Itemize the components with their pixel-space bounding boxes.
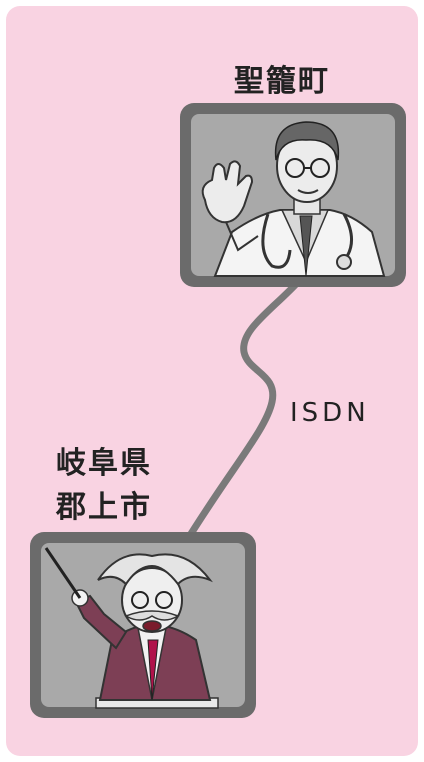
local-location-line2: 郡上市: [56, 490, 152, 525]
remote-location-label: 聖籠町: [234, 64, 330, 99]
local-location-line1: 岐阜県: [56, 446, 152, 481]
doctor-waving-icon: [201, 121, 386, 277]
remote-video-screen: [180, 103, 406, 287]
teacher-pointer-icon: [44, 547, 219, 709]
connection-label: ISDN: [290, 398, 370, 428]
local-location-label: 岐阜県 郡上市: [56, 442, 152, 530]
local-video-screen: [30, 532, 256, 718]
isdn-cable: [180, 278, 302, 549]
